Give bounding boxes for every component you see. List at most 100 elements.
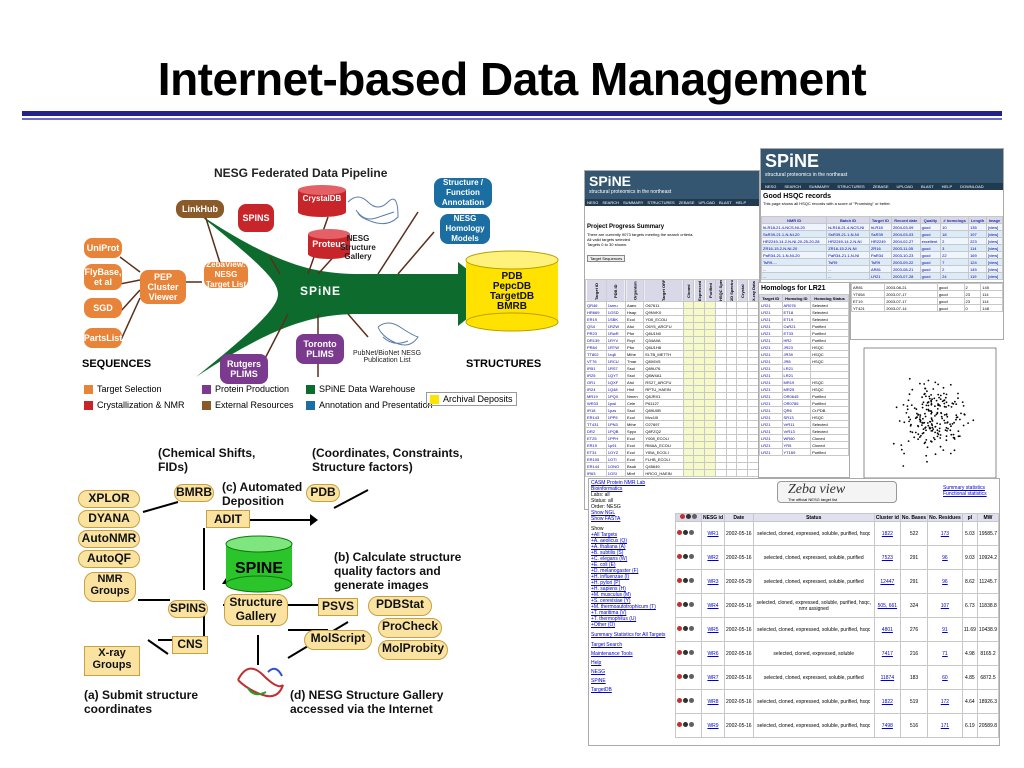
organism-link[interactable]: +E. coli (E): [591, 562, 616, 568]
status-dot-icon[interactable]: [689, 602, 694, 607]
organism-link[interactable]: +C. elegans (W): [591, 556, 628, 562]
status-dot-icon[interactable]: [683, 530, 688, 535]
show-fasta-link[interactable]: Show FASTA: [591, 516, 621, 522]
status-dot-icon[interactable]: [683, 554, 688, 559]
status-dot-icon[interactable]: [689, 674, 694, 679]
status-dot-icon[interactable]: [683, 698, 688, 703]
table-cell[interactable]: 91: [927, 617, 963, 642]
nav-nesg[interactable]: NESG: [587, 200, 599, 205]
table-cell[interactable]: 7523: [873, 545, 901, 570]
table-cell[interactable]: 96: [927, 569, 963, 594]
status-dot-icon[interactable]: [683, 626, 688, 631]
table-header[interactable]: MW: [976, 513, 999, 522]
sidebar-link[interactable]: Target Search: [591, 642, 623, 648]
table-cell[interactable]: WR4: [700, 593, 726, 618]
table-cell[interactable]: WR6: [700, 641, 726, 666]
organism-link[interactable]: +B. subtilis (S): [591, 550, 624, 556]
nav-item[interactable]: DOWNLOAD: [960, 184, 984, 189]
status-dot-icon[interactable]: [689, 554, 694, 559]
table-cell[interactable]: 12447: [873, 569, 901, 594]
table-cell[interactable]: WR5: [700, 617, 726, 642]
table-cell[interactable]: 1822: [873, 689, 901, 714]
nav-zebase[interactable]: ZEBASE: [678, 200, 695, 205]
nav-upload[interactable]: UPLOAD: [698, 200, 715, 205]
organism-link[interactable]: +T. thermophilus (U): [591, 616, 637, 622]
nav-item[interactable]: ZEBASE: [872, 184, 889, 189]
sidebar-link[interactable]: Maintenance Tools: [591, 651, 633, 657]
nav-item[interactable]: HELP: [941, 184, 953, 189]
status-dot-icon[interactable]: [689, 530, 694, 535]
table-cell[interactable]: 171: [927, 713, 963, 738]
organism-link[interactable]: +S. cerevisiae (Y): [591, 598, 631, 604]
table-cell[interactable]: 71: [927, 641, 963, 666]
organism-link[interactable]: +M. thermoautotrophicum (T): [591, 604, 656, 610]
table-header[interactable]: No. Bases: [899, 513, 929, 522]
show-ngl-link[interactable]: Show NGL: [591, 510, 616, 516]
nav-summary[interactable]: SUMMARY: [623, 200, 644, 205]
status-dot-icon[interactable]: [677, 554, 682, 559]
organism-link[interactable]: +A. aeolicus (Q): [591, 538, 627, 544]
nav-search[interactable]: SEARCH: [602, 200, 620, 205]
status-dot-icon[interactable]: [677, 674, 682, 679]
table-cell[interactable]: 173: [927, 521, 963, 546]
summary-link[interactable]: Summary Statistics for All Targets: [591, 632, 666, 638]
right-link-1[interactable]: Summary statistics: [943, 485, 985, 491]
status-dot-icon[interactable]: [677, 698, 682, 703]
nav-item[interactable]: NESG: [765, 184, 777, 189]
organism-link[interactable]: +M. musculus (M): [591, 592, 631, 598]
organism-link[interactable]: +T. maritima (V): [591, 610, 627, 616]
nav-item[interactable]: UPLOAD: [896, 184, 913, 189]
table-cell[interactable]: 11874: [873, 665, 901, 690]
table-cell[interactable]: WR9: [700, 713, 726, 738]
sidebar-top-1[interactable]: CASM Protein NMR Lab: [591, 480, 646, 486]
organism-link[interactable]: +H. influenzae (I): [591, 574, 630, 580]
table-cell[interactable]: 96: [927, 545, 963, 570]
nav-structures[interactable]: STRUCTURES: [647, 200, 675, 205]
status-dot-icon[interactable]: [689, 578, 694, 583]
table-header[interactable]: pI: [961, 513, 978, 522]
table-cell[interactable]: WR1: [700, 521, 726, 546]
nav-blast[interactable]: BLAST: [718, 200, 732, 205]
organism-link[interactable]: +All Targets: [591, 532, 618, 538]
sidebar-link[interactable]: SPiNE: [591, 678, 606, 684]
status-dot-icon[interactable]: [683, 578, 688, 583]
status-dot-icon[interactable]: [689, 722, 694, 727]
status-dot-icon[interactable]: [677, 650, 682, 655]
right-link-2[interactable]: Functional statistics: [943, 491, 987, 497]
table-cell[interactable]: WR3: [700, 569, 726, 594]
nav-item[interactable]: STRUCTURES: [837, 184, 865, 189]
sidebar-top-2[interactable]: Bioinformatics: [591, 486, 623, 492]
status-dot-icon[interactable]: [677, 530, 682, 535]
organism-link[interactable]: +A. thaliana (A): [591, 544, 626, 550]
status-dot-icon[interactable]: [683, 674, 688, 679]
table-cell[interactable]: 172: [927, 689, 963, 714]
organism-link[interactable]: +D. melanogaster (F): [591, 568, 639, 574]
organism-link[interactable]: +H. pylori (P): [591, 580, 621, 586]
organism-link[interactable]: +Other (O): [591, 622, 616, 628]
nav-item[interactable]: SUMMARY: [809, 184, 830, 189]
table-cell[interactable]: WR7: [700, 665, 726, 690]
table-header[interactable]: No. Residues: [927, 513, 963, 522]
table-cell[interactable]: 107: [927, 593, 963, 618]
status-dot-icon[interactable]: [683, 650, 688, 655]
table-cell[interactable]: WR2: [700, 545, 726, 570]
sidebar-link[interactable]: NESG: [591, 669, 606, 675]
nav-help[interactable]: HELP: [735, 200, 747, 205]
status-dot-icon[interactable]: [677, 578, 682, 583]
sidebar-link[interactable]: Help: [591, 660, 602, 666]
table-cell[interactable]: WR8: [700, 689, 726, 714]
table-cell[interactable]: 60: [927, 665, 963, 690]
nav-item[interactable]: SEARCH: [784, 184, 802, 189]
sidebar-link[interactable]: TargetDB: [591, 687, 612, 693]
table-cell[interactable]: 7417: [873, 641, 901, 666]
table-cell[interactable]: 4801: [873, 617, 901, 642]
status-dot-icon[interactable]: [677, 626, 682, 631]
status-dot-icon[interactable]: [683, 602, 688, 607]
target-sequences-button[interactable]: Target Sequences: [587, 255, 626, 262]
table-header[interactable]: Status: [752, 513, 875, 522]
table-cell[interactable]: 1822: [873, 521, 901, 546]
organism-link[interactable]: +H. sapiens (H): [591, 586, 626, 592]
table-header[interactable]: NESG id: [700, 513, 726, 522]
status-dot-icon[interactable]: [689, 650, 694, 655]
status-dot-icon[interactable]: [683, 722, 688, 727]
